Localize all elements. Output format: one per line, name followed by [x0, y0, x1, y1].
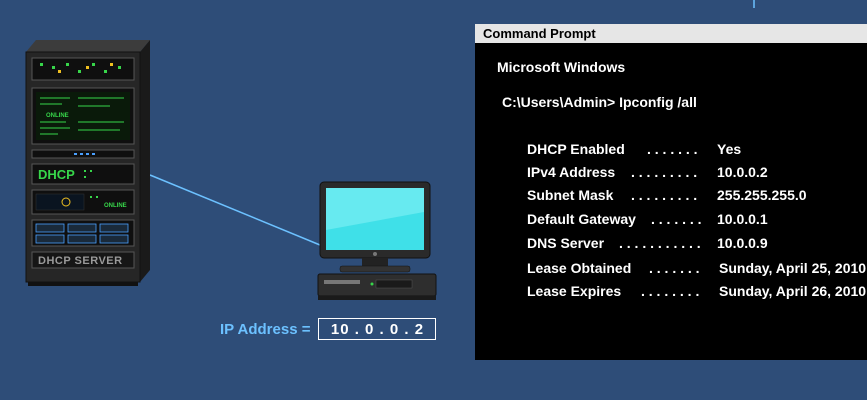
cmd-prompt: C:\Users\Admin> Ipconfig /all: [502, 94, 697, 110]
cmd-dots: . . . . . . .: [651, 211, 702, 227]
cmd-key: Lease Obtained: [527, 260, 632, 276]
cmd-value: Yes: [717, 141, 742, 157]
ip-address-value: 10 . 0 . 0 . 2: [318, 318, 437, 340]
cmd-value: 10.0.0.1: [717, 211, 768, 227]
server-status-text-2: ONLINE: [104, 203, 127, 209]
cmd-dots: . . . . . . .: [647, 141, 698, 157]
server-status-text-1: ONLINE: [46, 113, 69, 119]
ip-address-row: IP Address = 10 . 0 . 0 . 2: [220, 318, 437, 340]
cmd-key: Lease Expires: [527, 283, 622, 299]
cmd-key: Default Gateway: [527, 211, 636, 227]
cmd-value: 10.0.0.2: [717, 164, 768, 180]
cmd-key: DNS Server: [527, 235, 605, 251]
cmd-value: 255.255.255.0: [717, 187, 807, 203]
cmd-key: DHCP Enabled: [527, 141, 625, 157]
cmd-header: Microsoft Windows: [497, 59, 626, 75]
cmd-dots: . . . . . . . .: [641, 283, 700, 299]
cmd-key: IPv4 Address: [527, 164, 616, 180]
cmd-value: Sunday, April 25, 2010: [719, 260, 867, 276]
command-prompt-window: Command Prompt Microsoft Windows C:\User…: [475, 24, 867, 360]
network-link-line: [149, 174, 321, 246]
cmd-dots: . . . . . . . . . . .: [619, 235, 701, 251]
ip-address-label: IP Address =: [220, 320, 311, 338]
dhcp-server-rack: ONLINE DHCP ONLINE DHCP SERVER: [25, 40, 150, 286]
cmd-dots: . . . . . . . . .: [631, 187, 698, 203]
cmd-value: Sunday, April 26, 2010: [719, 283, 867, 299]
cmd-key: Subnet Mask: [527, 187, 614, 203]
cmd-dots: . . . . . . . . .: [631, 164, 698, 180]
command-prompt-title: Command Prompt: [475, 24, 867, 43]
cmd-dots: . . . . . . .: [649, 260, 700, 276]
dhcp-panel-label: DHCP: [38, 167, 75, 182]
cmd-value: 10.0.0.9: [717, 235, 768, 251]
server-name-plate: DHCP SERVER: [38, 255, 123, 267]
client-computer: [317, 181, 437, 300]
